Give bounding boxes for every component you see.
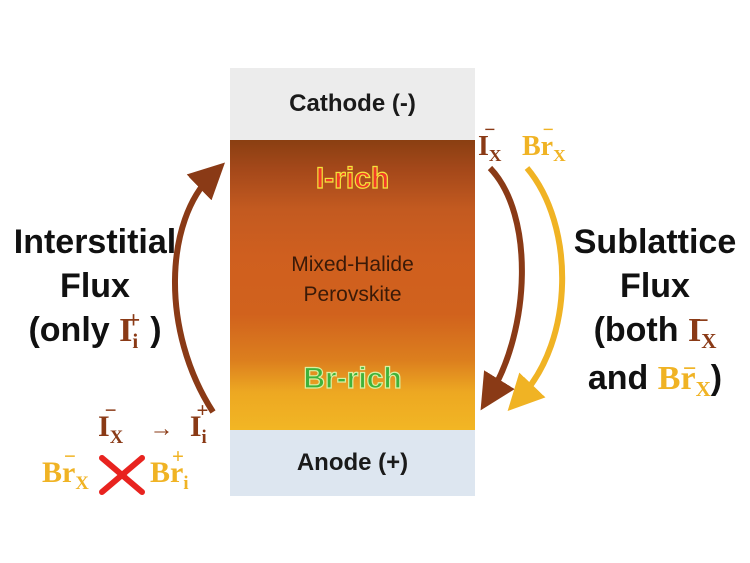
cathode-label: Cathode (-) [289,90,416,117]
interstitial-flux-title: Interstitial Flux (only Ii+) [0,220,190,356]
mixed-halide-line1: Mixed-Halide [291,253,414,276]
interstitial-iodide-ion: Ii+ [119,307,141,354]
reaction-arrow: → [149,416,174,442]
sublattice-iodide-ion: IX− [687,307,717,354]
sublattice-line1: Sublattice [573,223,737,261]
i-rich-label: I-rich [315,161,390,195]
iodide-interstitial-ion: Ii+ [189,398,209,448]
anode-layer: Anode (+) [230,430,475,496]
blocked-x-icon [99,455,145,495]
top-iodide-ion: IX− [478,120,502,166]
interstitial-line1: Interstitial [13,223,177,261]
cathode-layer: Cathode (-) [230,68,475,140]
anode-label: Anode (+) [296,449,409,476]
sublattice-line2: Flux [620,267,690,305]
top-bromide-ion: BrX− [522,120,566,166]
perovskite-layer: I-rich Mixed-Halide Perovskite Br-rich [230,140,475,430]
mixed-halide-label: Mixed-Halide Perovskite [230,250,475,310]
sublattice-flux-title: Sublattice Flux (both IX− and BrX−) [560,220,750,404]
bromide-sublattice-ion: BrX− [42,444,89,494]
bromide-interstitial-ion: Bri+ [150,444,189,494]
iodide-reaction: IX− → Ii+ [98,398,209,448]
mixed-halide-line2: Perovskite [303,283,402,306]
iodide-sublattice-ion: IX− [98,398,124,448]
interstitial-line2: Flux [60,267,130,305]
interstitial-flux-arrow [172,162,225,414]
sublattice-line3: (both IX− [593,307,717,354]
interstitial-line3: (only Ii+) [28,307,162,354]
bromide-sublattice-arrow [507,166,566,412]
sublattice-line4: and BrX−) [587,355,723,402]
bromide-reaction-blocked: BrX− [42,444,89,494]
br-rich-label: Br-rich [303,361,403,395]
iodide-sublattice-arrow [480,165,525,411]
sublattice-bromide-ion: BrX− [657,355,711,402]
